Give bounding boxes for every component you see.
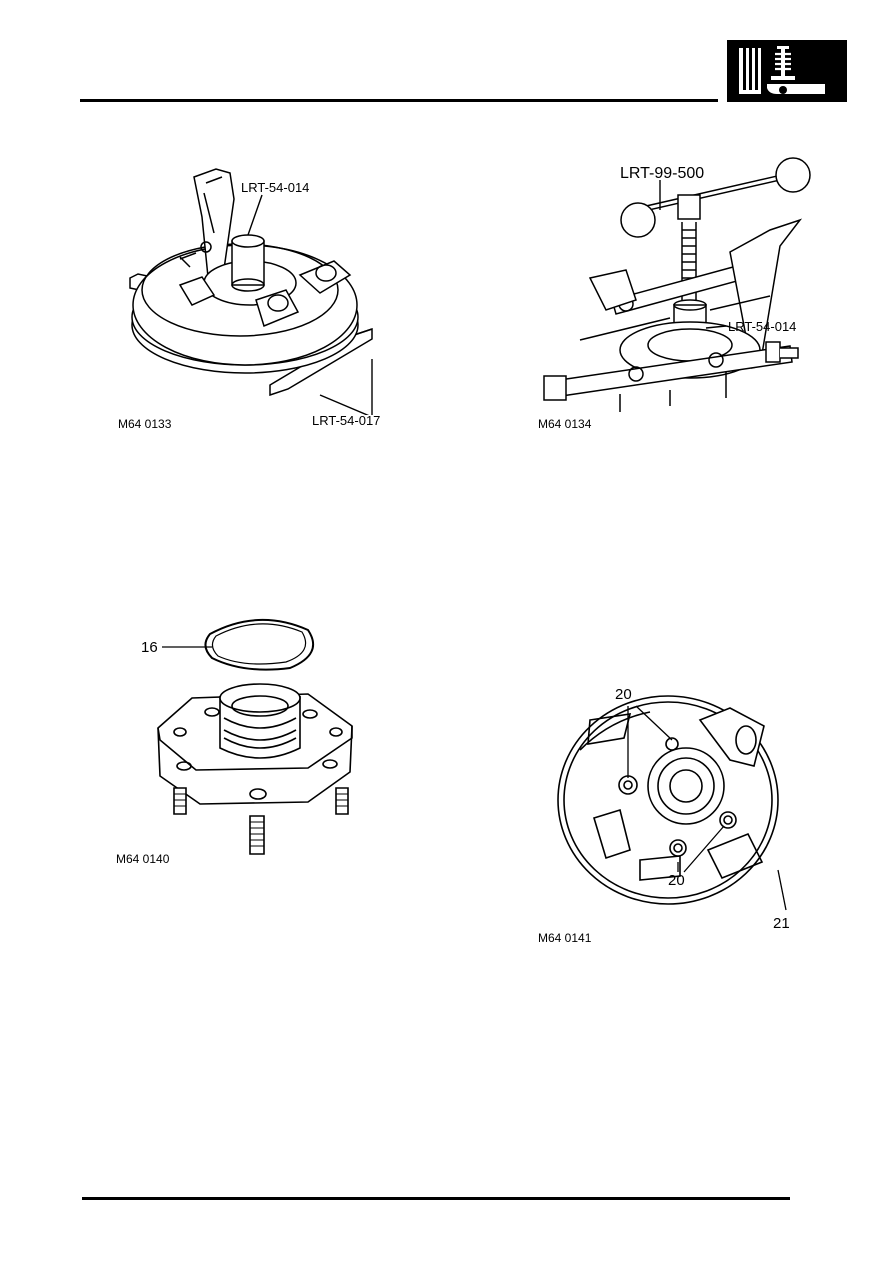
suspension-section-icon	[727, 40, 847, 102]
figure-caption: M64 0140	[116, 852, 170, 866]
figure-caption: M64 0133	[118, 417, 172, 431]
footer-rule	[82, 1197, 790, 1200]
part-number-21: 21	[773, 915, 790, 932]
tool-label-lrt-54-017: LRT-54-017	[312, 413, 381, 428]
tool-label-lrt-99-500: LRT-99-500	[620, 165, 705, 182]
part-number-20: 20	[615, 686, 632, 703]
tool-label-lrt-54-014: LRT-54-014	[241, 180, 310, 195]
header-rule	[80, 99, 718, 102]
figure-caption: M64 0141	[538, 931, 592, 945]
backplate-illustration	[557, 695, 787, 911]
hub-flange-illustration	[157, 618, 353, 855]
hub-removal-illustration	[129, 168, 373, 415]
bearing-press-illustration	[543, 157, 811, 412]
part-number-20: 20	[668, 872, 685, 889]
tool-label-lrt-54-014: LRT-54-014	[728, 319, 797, 334]
part-number-16: 16	[141, 639, 158, 656]
figure-caption: M64 0134	[538, 417, 592, 431]
